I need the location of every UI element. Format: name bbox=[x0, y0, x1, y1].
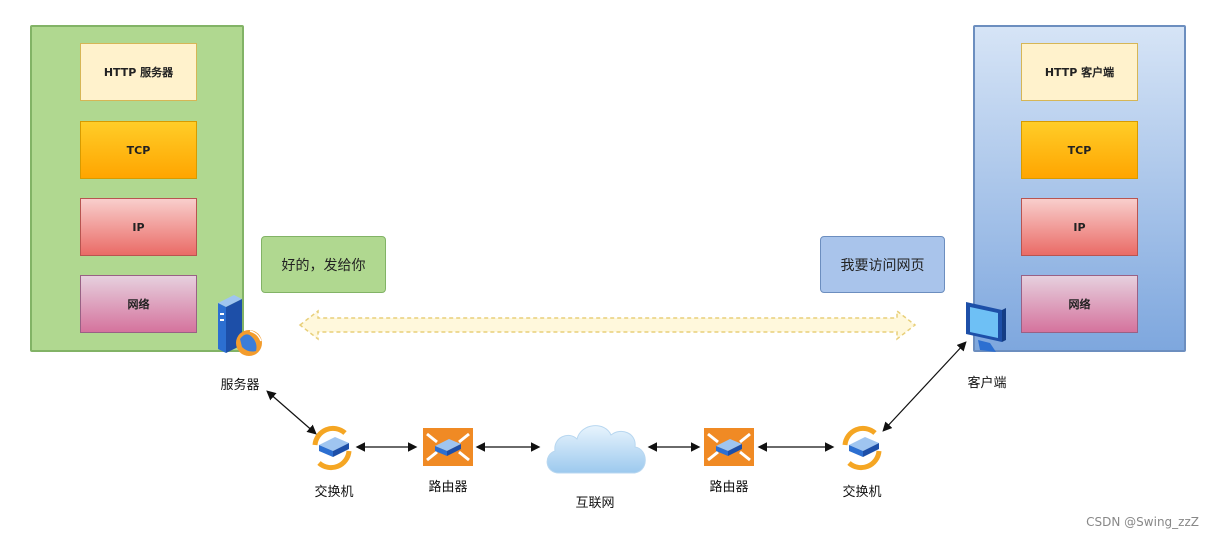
link-switch-client bbox=[882, 341, 967, 432]
cloud-icon bbox=[546, 425, 646, 474]
router-right-label: 路由器 bbox=[709, 480, 749, 495]
client-tcp-layer: TCP bbox=[1021, 121, 1138, 179]
server-protocol-stack: HTTP 服务器 TCP IP 网络 bbox=[30, 25, 244, 352]
server-icon bbox=[218, 295, 262, 356]
switch-right-icon bbox=[842, 425, 882, 471]
server-label: 服务器 bbox=[220, 378, 260, 393]
router-left-icon bbox=[423, 428, 473, 466]
server-tcp-layer: TCP bbox=[80, 121, 197, 179]
router-right-icon bbox=[704, 428, 754, 466]
client-http-layer: HTTP 客户端 bbox=[1021, 43, 1138, 101]
router-left-label: 路由器 bbox=[428, 480, 468, 495]
client-request-bubble: 我要访问网页 bbox=[820, 236, 945, 293]
switch-left-label: 交换机 bbox=[314, 485, 354, 500]
switch-left-icon bbox=[312, 425, 352, 471]
client-network-layer: 网络 bbox=[1021, 275, 1138, 333]
server-ip-layer: IP bbox=[80, 198, 197, 256]
switch-right-label: 交换机 bbox=[842, 485, 882, 500]
internet-label: 互联网 bbox=[575, 496, 615, 511]
client-label: 客户端 bbox=[967, 376, 1007, 391]
server-http-layer: HTTP 服务器 bbox=[80, 43, 197, 101]
watermark: CSDN @Swing_zzZ bbox=[1086, 515, 1199, 529]
link-server-switch bbox=[266, 390, 317, 435]
client-protocol-stack: HTTP 客户端 TCP IP 网络 bbox=[973, 25, 1186, 352]
client-ip-layer: IP bbox=[1021, 198, 1138, 256]
client-monitor-icon bbox=[966, 302, 1006, 352]
server-reply-bubble: 好的，发给你 bbox=[261, 236, 386, 293]
server-network-layer: 网络 bbox=[80, 275, 197, 333]
data-exchange-arrow bbox=[298, 309, 917, 341]
